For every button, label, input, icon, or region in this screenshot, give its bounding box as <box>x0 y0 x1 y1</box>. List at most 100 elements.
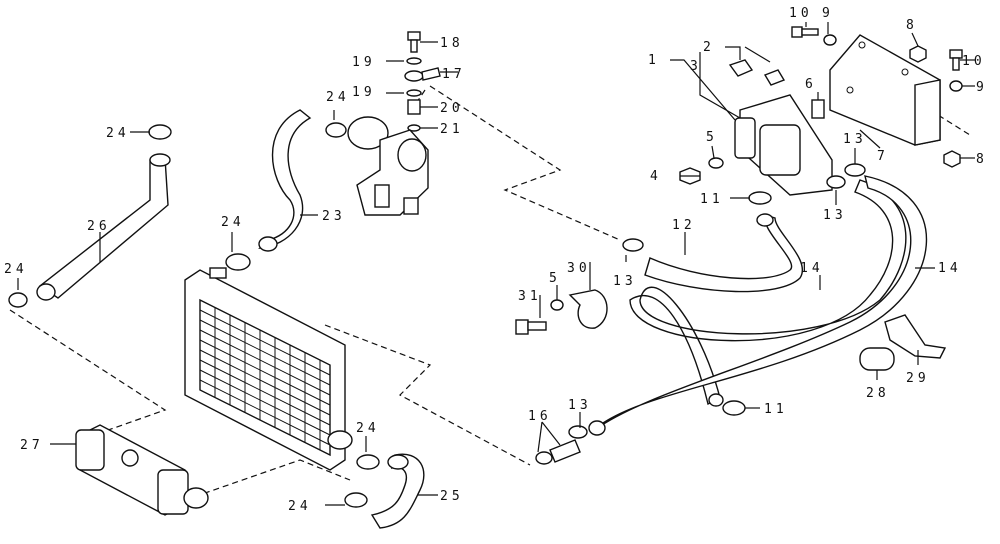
callout-6: 6 <box>805 77 817 92</box>
route-line-middle <box>324 324 531 466</box>
callout-19-upper: 19 <box>352 55 376 70</box>
mounting-bracket-7 <box>791 26 963 168</box>
callout-21: 21 <box>440 122 464 137</box>
hose-23-group <box>225 109 347 271</box>
oil-cooler-end-left <box>75 429 105 471</box>
fitting-20 <box>407 99 421 115</box>
callout-12: 12 <box>672 218 696 233</box>
callout-5-lower: 5 <box>549 271 561 286</box>
hose-14-lower-end <box>708 393 724 407</box>
pump-end-cap <box>734 117 756 159</box>
callout-4: 4 <box>650 169 662 184</box>
callout-7: 7 <box>877 149 889 164</box>
bracket-hole-3 <box>846 86 854 94</box>
callout-1: 1 <box>648 53 660 68</box>
bracket-flange <box>914 79 941 146</box>
callout-20: 20 <box>440 101 464 116</box>
callout-18: 18 <box>440 36 464 51</box>
callout-30: 30 <box>567 261 591 276</box>
callout-17: 17 <box>442 67 466 82</box>
callout-24-bottom: 24 <box>288 499 312 514</box>
hose-25 <box>370 453 425 529</box>
hose-12-end <box>756 213 774 227</box>
hose-23 <box>258 109 312 249</box>
bolt-10-right-shank <box>952 57 960 71</box>
hose-14-end <box>588 420 606 436</box>
washer-19-upper <box>406 57 422 65</box>
callout-9-right: 9 <box>976 80 988 95</box>
callout-16: 16 <box>528 409 552 424</box>
routing-lines <box>9 85 971 501</box>
nut-8-upper <box>909 45 927 63</box>
lower-fittings <box>515 289 947 465</box>
hose-clamp-13-bottom <box>568 425 588 439</box>
hose-12 <box>644 214 803 293</box>
route-line-bottom <box>184 459 351 501</box>
hose-clamp-13-right <box>844 163 866 177</box>
callout-8-upper: 8 <box>906 18 918 33</box>
pump-assembly <box>679 59 866 205</box>
callout-11-lower: 11 <box>764 402 788 417</box>
callout-11-upper: 11 <box>700 192 724 207</box>
radiator-filler-neck <box>209 267 227 279</box>
hose-26-group <box>8 124 172 308</box>
callout-13-right: 13 <box>843 132 867 147</box>
callout-31: 31 <box>518 289 542 304</box>
washer-5-lower <box>550 299 564 311</box>
bracket-hole-2 <box>901 68 909 76</box>
callout-13-lower: 13 <box>823 208 847 223</box>
callout-14-left: 14 <box>800 261 824 276</box>
banjo-fitting-17 <box>404 70 424 82</box>
radiator <box>184 267 353 471</box>
hose-clamp-24-top <box>148 124 172 140</box>
callout-3: 3 <box>690 59 702 74</box>
nipple-16 <box>549 439 581 463</box>
nut-8-lower <box>943 150 961 168</box>
filter-bowl <box>347 116 389 150</box>
washer-9-right <box>949 80 963 92</box>
bolt-31-head <box>515 319 529 335</box>
bolt-shank-18 <box>410 39 418 53</box>
radiator-outlet <box>327 430 353 450</box>
callout-24-filter: 24 <box>326 90 350 105</box>
route-line-upper <box>429 85 621 241</box>
callout-28: 28 <box>866 386 890 401</box>
filter-head <box>397 138 427 172</box>
fuel-hoses <box>568 175 928 439</box>
callout-2: 2 <box>703 40 715 55</box>
oil-cooler-port <box>183 487 209 509</box>
hose-26-bottom-end <box>36 283 56 301</box>
callout-10-left: 10 <box>789 6 813 21</box>
callout-labels: 18 19 17 19 20 21 24 23 24 26 24 24 27 2… <box>4 6 988 514</box>
hose-14-outer <box>629 179 907 406</box>
washer-16 <box>535 451 553 465</box>
callout-9-left: 9 <box>822 6 834 21</box>
callout-24-radiator: 24 <box>356 421 380 436</box>
hose-clamp-13-lower <box>826 175 846 189</box>
bolt-10-left-head <box>791 26 803 38</box>
oil-cooler-27 <box>75 424 209 516</box>
oil-cooler-end-right <box>157 469 189 515</box>
fuel-filter-assembly <box>347 31 441 216</box>
hose-25-group <box>344 453 425 529</box>
hose-26-top-end <box>149 153 171 167</box>
filter-mount-foot <box>403 197 419 215</box>
grommet-28 <box>859 347 895 371</box>
washer-9-left <box>823 34 837 46</box>
hose-clamp-24-mid <box>225 253 251 271</box>
pump-housing <box>759 124 801 176</box>
bolt-10-right-head <box>949 49 963 59</box>
hose-clamp-13-left <box>622 238 644 252</box>
nut-2-left <box>728 59 754 77</box>
callout-24-left: 24 <box>4 262 28 277</box>
callout-19-lower: 19 <box>352 85 376 100</box>
callout-29: 29 <box>906 371 930 386</box>
hose-25-top-end <box>387 454 409 470</box>
pipe-clamp-30 <box>568 289 608 329</box>
bracket-hole-1 <box>858 41 866 49</box>
washer-5-upper <box>708 157 724 169</box>
callout-24-hose23: 24 <box>221 215 245 230</box>
fitting-6 <box>811 99 825 119</box>
